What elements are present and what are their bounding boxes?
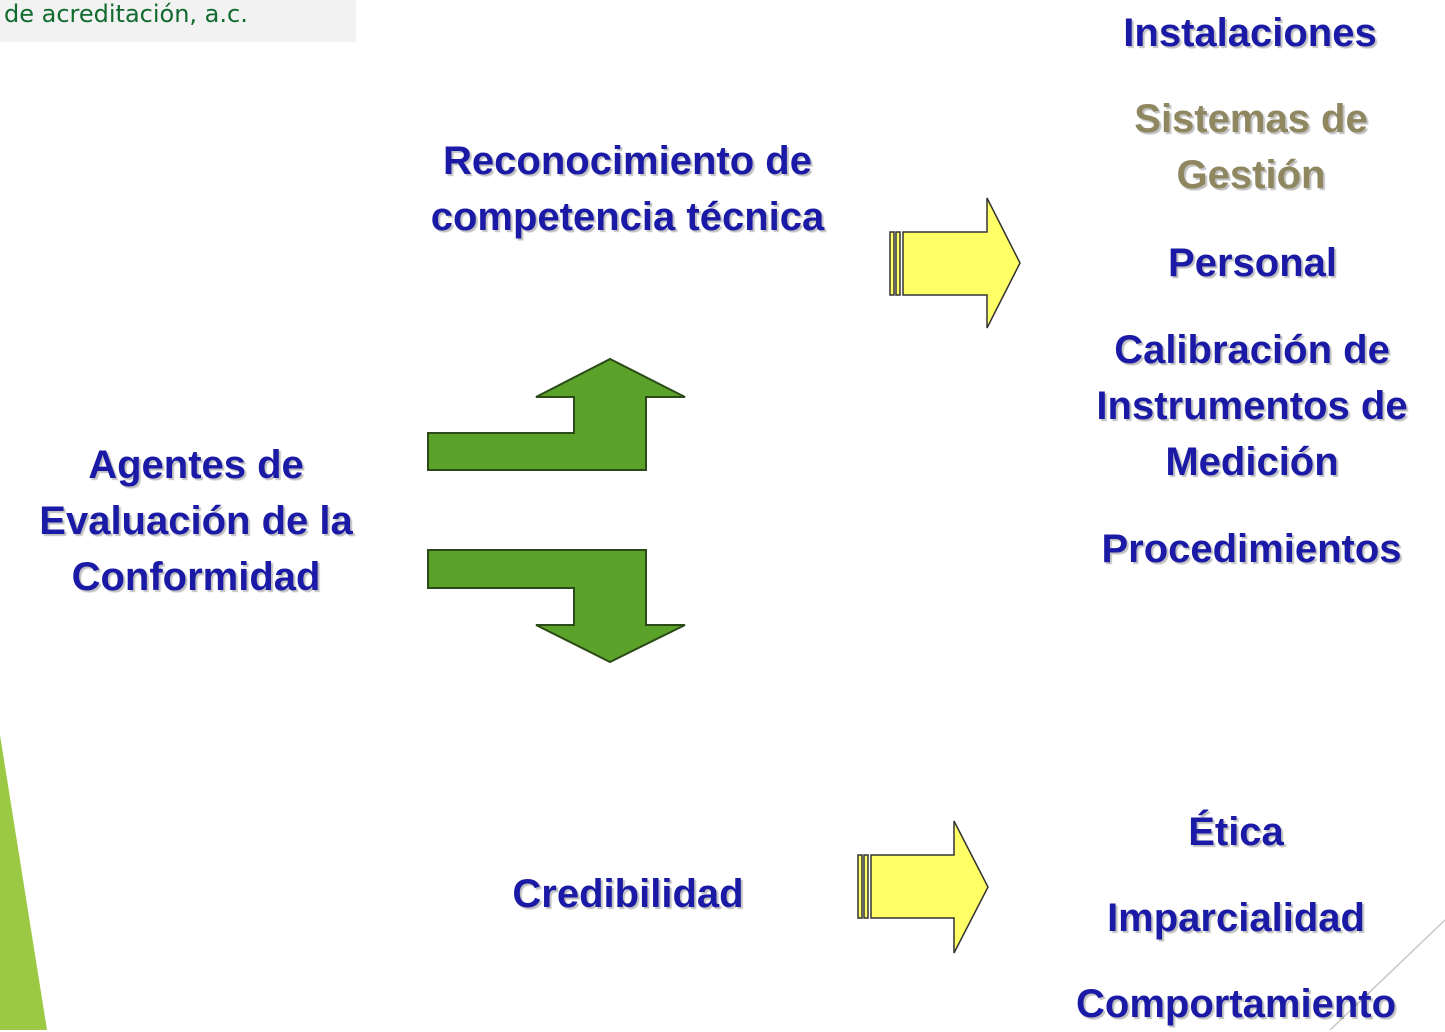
green-down-arrow: [427, 549, 686, 664]
instalaciones-label: Instalaciones: [1123, 11, 1377, 55]
yellow-arrow-top: [889, 197, 1021, 329]
organization-name-text: de acreditación, a.c.: [0, 0, 356, 42]
imparcialidad-label: Imparcialidad: [1107, 896, 1365, 940]
comportamiento-label: Comportamiento: [1076, 982, 1396, 1026]
yellow-arrow-bottom: [857, 820, 989, 954]
green-up-arrow: [427, 357, 686, 471]
sistemas-gestion-label: Sistemas de Gestión: [1134, 97, 1368, 197]
agentes-label: Agentes de Evaluación de la Conformidad: [39, 443, 353, 599]
personal-label: Personal: [1168, 241, 1337, 285]
calibracion-label: Calibración de Instrumentos de Medición: [1096, 328, 1408, 484]
corner-decoration-line: [1329, 919, 1445, 1030]
etica-label: Ética: [1188, 810, 1284, 854]
left-accent-bar: [0, 735, 47, 1030]
credibilidad-label: Credibilidad: [512, 872, 744, 916]
reconocimiento-label: Reconocimiento de competencia técnica: [430, 139, 825, 239]
procedimientos-label: Procedimientos: [1101, 527, 1402, 571]
